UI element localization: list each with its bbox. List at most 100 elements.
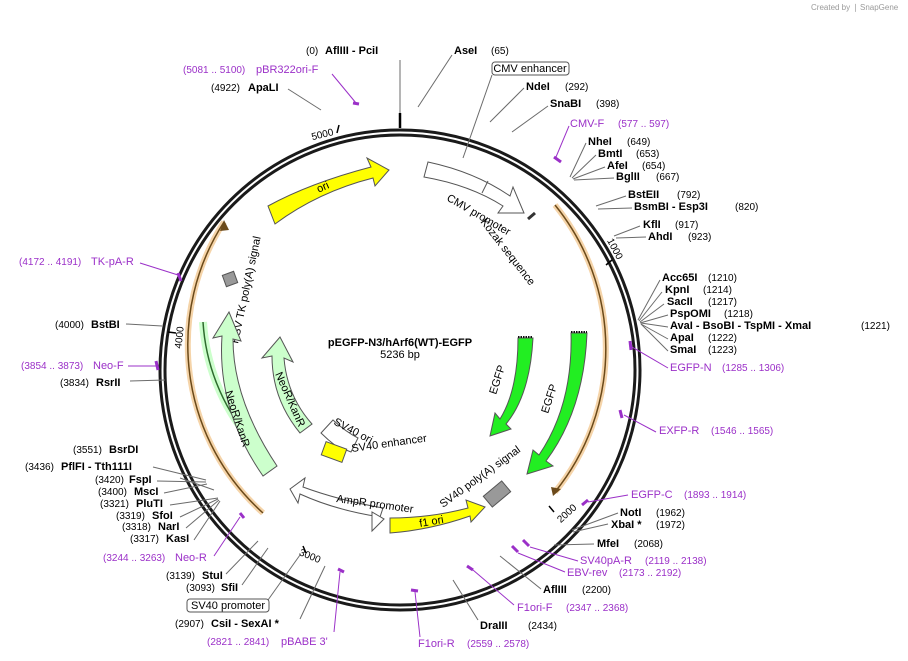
tick-2000: 2000 bbox=[555, 502, 579, 525]
pbabe-primer-mark bbox=[337, 567, 345, 574]
site-nari-pos: (3318) bbox=[122, 522, 151, 533]
primer-neof-range: (3854 .. 3873) bbox=[21, 361, 83, 372]
cmv-enhancer-label: CMV enhancer bbox=[493, 63, 567, 75]
neor-outer-feature bbox=[211, 310, 278, 477]
ampr-promoter-tail bbox=[371, 511, 385, 533]
leader-f1orir bbox=[414, 591, 421, 638]
backbone-outer bbox=[158, 128, 642, 612]
sv40-promoter-box bbox=[186, 598, 270, 613]
primer-egfpn-range: (1285 .. 1306) bbox=[722, 363, 784, 374]
leader-egfpn bbox=[631, 346, 669, 369]
site-nhei-name: NheI bbox=[588, 136, 612, 148]
leader-apali bbox=[287, 88, 322, 111]
site-smai-name: SmaI bbox=[670, 344, 696, 356]
leader-draiii bbox=[452, 579, 479, 621]
leader-pbabe bbox=[333, 571, 341, 633]
site-kfli-name: KflI bbox=[643, 219, 661, 231]
leader-f1orif bbox=[472, 569, 515, 606]
leader-noti bbox=[571, 512, 619, 531]
site-bsrdi-pos: (3551) bbox=[73, 445, 102, 456]
orange-arc-left bbox=[187, 221, 264, 514]
primer-pbr322-name: pBR322ori-F bbox=[256, 64, 319, 76]
site-snabi-pos: (398) bbox=[596, 99, 619, 110]
site-bglii-pos: (667) bbox=[656, 172, 679, 183]
primer-cmvf-name: CMV-F bbox=[570, 118, 605, 130]
sv40par-primer-mark bbox=[521, 538, 531, 548]
leader-ebvrev bbox=[517, 552, 566, 573]
tick-5000-mark bbox=[336, 124, 340, 134]
site-bstbi-pos: (4000) bbox=[55, 320, 84, 331]
leader-stui bbox=[225, 540, 259, 575]
site-draiii-name: DraIII bbox=[480, 620, 508, 632]
primer-neor-range: (3244 .. 3263) bbox=[103, 553, 165, 564]
sv40-polya-box bbox=[482, 480, 512, 508]
leader-bsmbi bbox=[597, 207, 633, 210]
primer-neor-name: Neo-R bbox=[175, 552, 207, 564]
site-rsrii-pos: (3834) bbox=[60, 378, 89, 389]
site-afliii-name: AflIII - PciI bbox=[325, 45, 378, 57]
leader-egfpc bbox=[587, 494, 629, 503]
leader-cmv-enhancer bbox=[462, 74, 493, 159]
leader-neor bbox=[213, 516, 241, 557]
leader-pflfi bbox=[152, 466, 207, 481]
site-afliii2-pos: (2200) bbox=[582, 585, 611, 596]
site-afei-name: AfeI bbox=[607, 160, 628, 172]
leader-bsrdi bbox=[179, 477, 215, 491]
site-kasi-pos: (3317) bbox=[130, 534, 159, 545]
leader-sv40par bbox=[529, 546, 579, 562]
sv40-polya-label: SV40 poly(A) signal bbox=[438, 444, 523, 510]
site-sfii-pos: (3093) bbox=[186, 583, 215, 594]
orange-arc-right-head bbox=[551, 487, 561, 496]
leader-msci bbox=[163, 483, 208, 494]
leader-pluti bbox=[169, 497, 219, 506]
primer-egfpn-name: EGFP-N bbox=[670, 362, 712, 374]
site-avai-name: AvaI - BsoBI - TspMI - XmaI bbox=[670, 320, 811, 332]
site-msci-name: MscI bbox=[134, 486, 158, 498]
leader-kfli bbox=[613, 225, 641, 237]
site-bsteii-pos: (792) bbox=[677, 190, 700, 201]
site-pluti-pos: (3321) bbox=[100, 499, 129, 510]
primer-f1orir-name: F1ori-R bbox=[418, 638, 455, 650]
orange-arc-left-head bbox=[220, 220, 229, 231]
snapgene-brand: SnapGene bbox=[860, 3, 899, 12]
cmvf-primer-mark bbox=[553, 155, 562, 164]
site-bmti-pos: (653) bbox=[636, 149, 659, 160]
site-avai-pos: (1221) bbox=[861, 321, 890, 332]
site-apali-pos: (4922) bbox=[211, 83, 240, 94]
tick-3000: 3000 bbox=[297, 547, 322, 566]
tkpa-primer-mark bbox=[176, 272, 183, 282]
site-pspomi-pos: (1218) bbox=[724, 309, 753, 320]
site-noti-name: NotI bbox=[620, 507, 641, 519]
created-by-label: Created by bbox=[811, 3, 850, 12]
site-msci-pos: (3400) bbox=[98, 487, 127, 498]
site-smai-pos: (1223) bbox=[708, 345, 737, 356]
primer-exfpr-name: EXFP-R bbox=[659, 425, 699, 437]
ori-label: ori bbox=[315, 180, 331, 196]
neor-inner-feature bbox=[260, 336, 313, 434]
site-bglii-name: BglII bbox=[616, 171, 640, 183]
site-ahdi-name: AhdI bbox=[648, 231, 672, 243]
site-stui-pos: (3139) bbox=[166, 571, 195, 582]
primer-tkpa-range: (4172 .. 4191) bbox=[19, 257, 81, 268]
leader-avai bbox=[640, 322, 669, 328]
leader-sv40-promoter bbox=[267, 554, 301, 601]
site-asei-pos: (65) bbox=[491, 46, 509, 57]
ebvrev-primer-mark bbox=[510, 544, 520, 554]
site-bstbi-name: BstBI bbox=[91, 319, 120, 331]
cmv-promoter-feature bbox=[423, 161, 525, 214]
site-stui-name: StuI bbox=[202, 570, 223, 582]
leader-cmvf bbox=[555, 125, 570, 158]
leader-afliii2 bbox=[499, 555, 542, 590]
f1orir-primer-mark bbox=[410, 588, 419, 593]
tick-3000-mark bbox=[302, 545, 307, 554]
site-pflfi-pos: (3436) bbox=[25, 462, 54, 473]
site-bsmbi-pos: (820) bbox=[735, 202, 758, 213]
site-sfoi-name: SfoI bbox=[152, 510, 173, 522]
leader-exfpr bbox=[623, 414, 657, 433]
leader-acc65i bbox=[637, 279, 661, 321]
egfp-outer-feature bbox=[526, 332, 588, 475]
leader-sacii bbox=[639, 303, 665, 323]
site-kpni-name: KpnI bbox=[665, 284, 689, 296]
site-sacii-pos: (1217) bbox=[708, 297, 737, 308]
leader-csii bbox=[299, 565, 326, 620]
